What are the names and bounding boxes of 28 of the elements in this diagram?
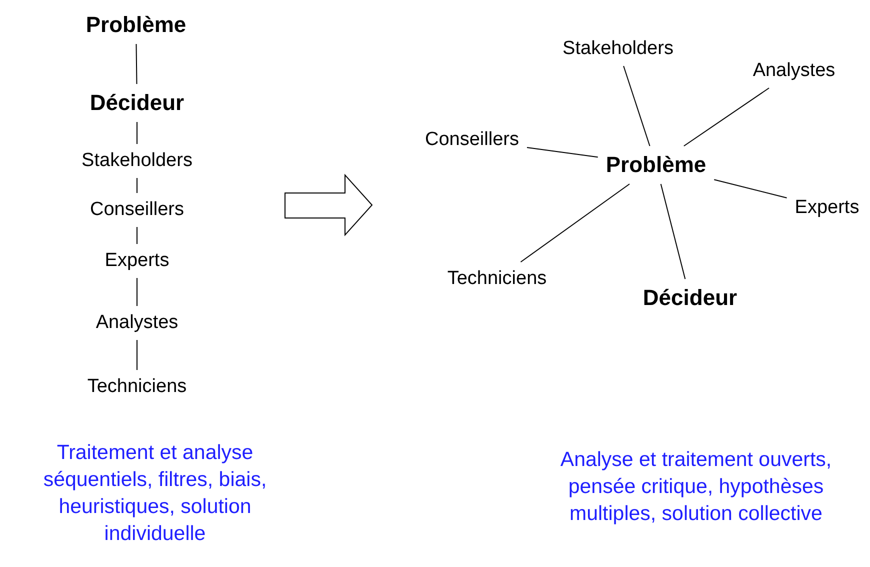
connector-line <box>136 122 138 144</box>
actor-label: Analystes <box>744 54 844 88</box>
connector-line <box>136 278 138 306</box>
actor-label: Experts <box>786 191 868 225</box>
connector-line <box>136 178 138 194</box>
actor-label: Experts <box>96 244 178 278</box>
actor-label: Conseillers <box>82 193 192 227</box>
connector-line <box>623 66 650 146</box>
actor-label: Analystes <box>88 306 186 340</box>
connector-line <box>714 179 788 198</box>
actor-label: Stakeholders <box>74 144 200 178</box>
actor-label: Conseillers <box>417 123 527 157</box>
connector-line <box>136 44 138 84</box>
connector-line <box>660 184 686 280</box>
description-text: Analyse et traitement ouverts, pensée critique, hypothèses multiples, solution collective <box>559 447 833 527</box>
actor-label: Techniciens <box>439 262 555 296</box>
connector-line <box>136 226 138 244</box>
key-term: Problème <box>78 6 194 44</box>
description-text: Traitement et analyse séquentiels, filtres, biais, heuristiques, solution individuelle <box>42 440 268 547</box>
actor-label: Techniciens <box>79 370 195 404</box>
connector-line <box>526 146 598 158</box>
connector-line <box>520 184 630 262</box>
connector-line <box>683 88 770 146</box>
actor-label: Stakeholders <box>554 32 682 66</box>
key-term: Décideur <box>82 84 192 122</box>
key-term: Problème <box>598 146 714 184</box>
key-term: Décideur <box>634 279 746 317</box>
connector-line <box>136 340 138 370</box>
